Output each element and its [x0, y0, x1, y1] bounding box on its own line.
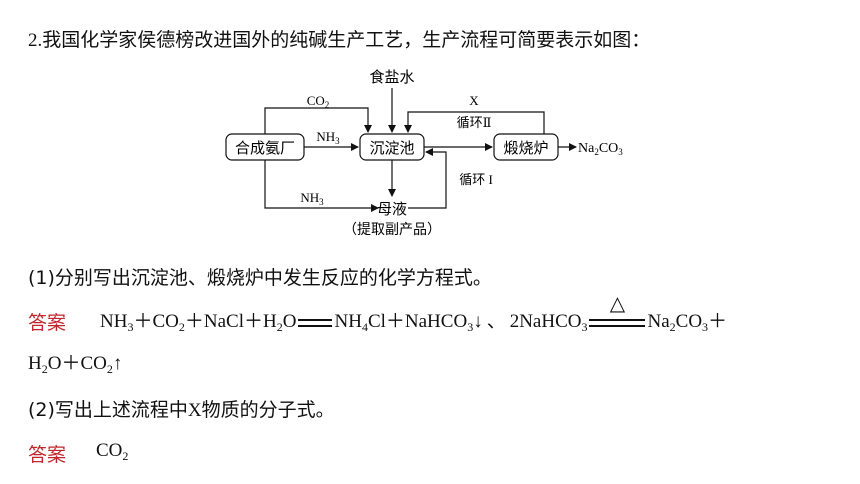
cycle2-arrow [404, 111, 545, 134]
question-2-title: 2.我国化学家侯德榜改进国外的纯碱生产工艺，生产流程可简要表示如图： [28, 28, 650, 53]
part2-answer: CO2 [96, 440, 129, 463]
x-label: X [469, 93, 479, 108]
by-product-label: （提取副产品） [343, 222, 441, 238]
part2-question: (2)写出上述流程中X物质的分子式。 [28, 399, 335, 421]
product-label: Na2CO3 [578, 141, 623, 157]
part2-answer-label: 答案 [28, 444, 67, 466]
cycle1-label: 循环 I [459, 172, 493, 187]
part1-answer-line2: H2O＋CO2↑ [28, 353, 123, 376]
question-text: 我国化学家侯德榜改进国外的纯碱生产工艺，生产流程可简要表示如图： [42, 29, 651, 51]
nh3-bottom-arrow [264, 160, 379, 212]
mother-liquor-label: 母液 [377, 201, 407, 218]
nh3-bottom-label: NH3 [300, 190, 324, 207]
heat-triangle-icon: △ [609, 290, 626, 315]
nh3-top-label: NH3 [316, 129, 340, 146]
co2-arrow [264, 107, 372, 134]
ammonia-plant-label: 合成氨厂 [235, 140, 295, 157]
cycle2-label: 循环Ⅱ [457, 115, 492, 130]
heat-equals-sign: △ [589, 291, 646, 327]
precipitation-tank-label: 沉淀池 [369, 140, 414, 157]
furnace-label: 煅烧炉 [503, 140, 548, 157]
part1-answer-label: 答案 [28, 312, 67, 334]
part1-question: (1)分别写出沉淀池、煅烧炉中发生反应的化学方程式。 [28, 267, 492, 289]
up-arrow-icon: ↑ [112, 353, 123, 374]
co2-label: CO2 [307, 93, 330, 110]
cycle1-arrow [408, 148, 447, 209]
equals-sign [298, 318, 333, 327]
question-number: 2. [28, 30, 43, 51]
salt-water-label: 食盐水 [369, 69, 414, 86]
